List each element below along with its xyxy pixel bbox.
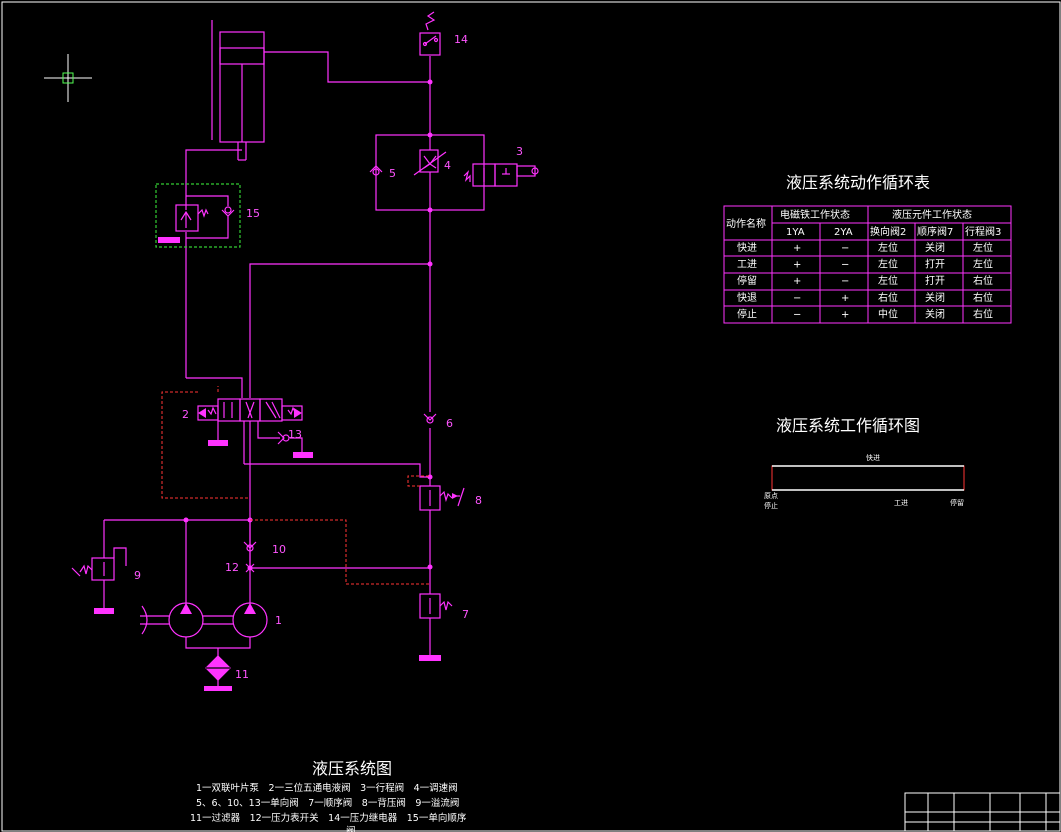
label-11: 11 [235, 668, 249, 681]
pilot-return-lines [161, 386, 430, 585]
table-cell-r3-c5: 右位 [973, 291, 993, 304]
table-cell-r2-c4: 打开 [925, 274, 945, 287]
table-cell-r1-c5: 左位 [973, 258, 993, 271]
pressure-relay-14 [419, 11, 441, 56]
action-table [723, 205, 1012, 324]
action-table-rows: 快进+−左位关闭左位工进+−左位打开左位停留+−左位打开右位快退−+右位关闭右位… [737, 241, 993, 320]
table-cell-r2-c5: 右位 [973, 274, 993, 287]
table-cell-r3-c4: 关闭 [925, 291, 945, 304]
cycle-label-work-feed: 工进 [894, 499, 908, 507]
table-cell-r4-c5: 右位 [973, 307, 993, 320]
hydraulic-schematic [71, 11, 539, 691]
table-cell-r3-c1: − [793, 293, 801, 304]
label-5: 5 [389, 167, 396, 180]
table-cell-r0-c1: + [793, 243, 801, 254]
label-10: 10 [272, 543, 286, 556]
label-13: 13 [288, 428, 302, 441]
table-cell-r1-c3: 左位 [878, 258, 898, 271]
diagram-title: 液压系统图 [312, 759, 392, 778]
check-valve-6 [423, 413, 437, 424]
label-15: 15 [246, 207, 260, 220]
sequence-valve-15 [175, 195, 235, 239]
table-cell-r2-c0: 停留 [737, 274, 757, 287]
table-cell-r4-c4: 关闭 [925, 307, 945, 320]
table-cell-r2-c2: − [841, 276, 849, 287]
sub-header-valve3: 行程阀3 [965, 225, 1001, 238]
label-6: 6 [446, 417, 453, 430]
action-table-title: 液压系统动作循环表 [786, 173, 930, 192]
table-cell-r1-c4: 打开 [925, 258, 945, 271]
hydraulic-cylinder [219, 31, 265, 161]
relief-valve-9 [71, 547, 127, 581]
legend-line-4: 阀 [346, 825, 356, 832]
component-labels: 1 2 3 4 5 6 7 8 9 10 11 12 13 14 15 [134, 33, 523, 681]
speed-control-valve-4 [413, 135, 447, 210]
sub-header-valve7: 顺序阀7 [917, 225, 953, 238]
table-cell-r4-c0: 停止 [737, 307, 757, 320]
title-block [904, 792, 1061, 832]
table-cell-r0-c0: 快进 [737, 242, 757, 254]
label-1: 1 [275, 614, 282, 627]
sequence-valve-7 [419, 593, 453, 619]
label-2: 2 [182, 408, 189, 421]
legend-line-1: 1一双联叶片泵 2一三位五通电液阀 3一行程阀 4一调速阀 [196, 782, 458, 794]
directional-valve-2 [197, 398, 430, 568]
cycle-chart: 快进 原点 停止 工进 停留 [764, 453, 965, 510]
table-cell-r4-c3: 中位 [878, 307, 898, 320]
header-solenoid: 电磁铁工作状态 [780, 208, 850, 221]
table-cell-r3-c2: + [841, 293, 849, 304]
sub-header-2ya: 2YA [834, 227, 853, 238]
table-cell-r3-c3: 右位 [878, 291, 898, 304]
label-9: 9 [134, 569, 141, 582]
cycle-label-fast-forward: 快进 [866, 453, 880, 462]
header-components: 液压元件工作状态 [892, 208, 972, 221]
label-7: 7 [462, 608, 469, 621]
table-cell-r2-c3: 左位 [878, 274, 898, 287]
legend-line-2: 5、6、10、13一单向阀 7一顺序阀 8一背压阀 9一溢流阀 [196, 797, 459, 809]
cycle-label-stop: 停止 [764, 501, 778, 510]
travel-valve-3 [463, 163, 539, 187]
back-pressure-valve-8 [419, 485, 465, 511]
label-8: 8 [475, 494, 482, 507]
header-action: 动作名称 [726, 217, 766, 230]
label-3: 3 [516, 145, 523, 158]
table-cell-r1-c1: + [793, 260, 801, 271]
table-cell-r4-c2: + [841, 309, 849, 320]
check-valve-13 [277, 431, 303, 452]
sub-header-valve2: 换向阀2 [870, 225, 906, 238]
check-valve-5 [369, 165, 383, 176]
label-14: 14 [454, 33, 468, 46]
table-cell-r0-c2: − [841, 243, 849, 254]
table-cell-r1-c0: 工进 [737, 259, 757, 271]
label-4: 4 [444, 159, 451, 172]
table-cell-r4-c1: − [793, 309, 801, 320]
cycle-label-origin: 原点 [764, 492, 778, 500]
legend-line-3: 11一过滤器 12一压力表开关 14一压力继电器 15一单向顺序 [190, 812, 467, 824]
table-cell-r0-c5: 左位 [973, 241, 993, 254]
double-vane-pump-1 [140, 602, 268, 656]
cycle-label-dwell: 停留 [950, 498, 964, 507]
cycle-chart-title: 液压系统工作循环图 [776, 416, 920, 435]
crosshair-cursor-icon [44, 54, 92, 102]
action-table-text: 动作名称 电磁铁工作状态 液压元件工作状态 1YA 2YA 换向阀2 顺序阀7 … [726, 208, 1001, 238]
table-cell-r1-c2: − [841, 260, 849, 271]
table-cell-r3-c0: 快退 [737, 292, 757, 304]
table-cell-r0-c4: 关闭 [925, 241, 945, 254]
sub-header-1ya: 1YA [786, 227, 805, 238]
label-12: 12 [225, 561, 239, 574]
table-cell-r2-c1: + [793, 276, 801, 287]
table-cell-r0-c3: 左位 [878, 241, 898, 254]
filter-11 [205, 655, 231, 686]
